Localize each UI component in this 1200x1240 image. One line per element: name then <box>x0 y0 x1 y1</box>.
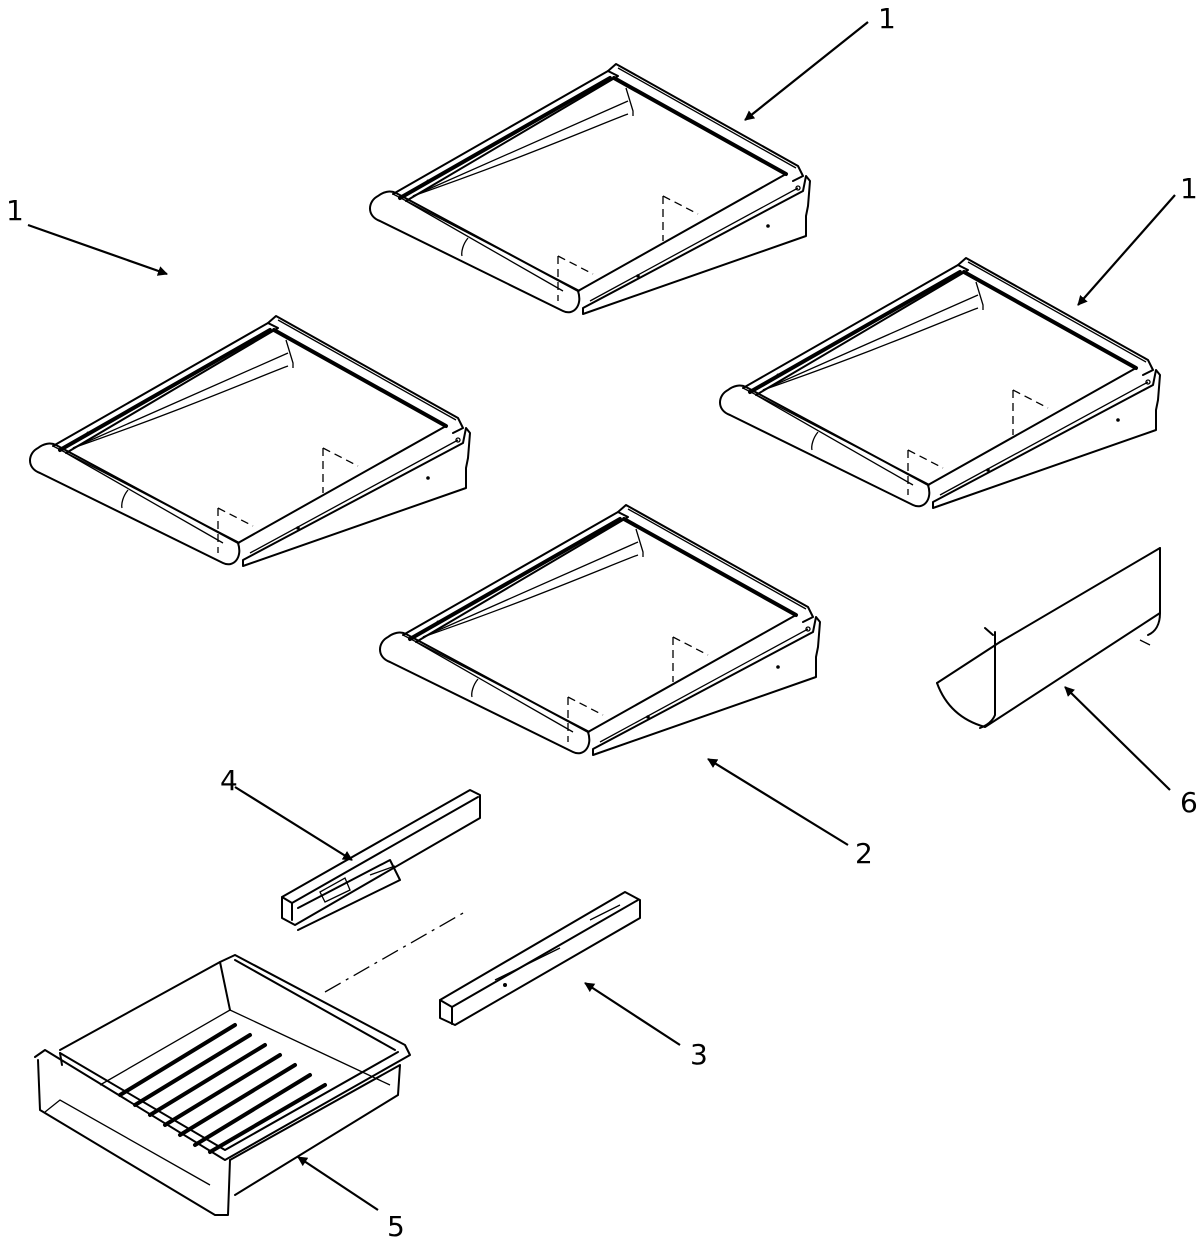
shelf-trim-channel <box>936 547 1161 729</box>
callout-label-4: 4 <box>220 764 238 797</box>
callout-label-1-top: 1 <box>878 2 896 35</box>
alignment-line <box>324 911 466 993</box>
shelf-right <box>718 256 1162 510</box>
callout-arrows <box>27 21 1176 1211</box>
shelf-middle <box>378 503 822 757</box>
callout-label-2: 2 <box>855 837 873 870</box>
shelf-left <box>28 314 472 568</box>
callout-label-5: 5 <box>387 1210 405 1240</box>
callout-label-1-left: 1 <box>6 194 24 227</box>
callout-label-3: 3 <box>690 1038 708 1071</box>
drawer-slide-left <box>281 789 481 931</box>
crisper-drawer <box>34 954 411 1216</box>
callout-label-1-right: 1 <box>1180 172 1198 205</box>
drawer-slide-right <box>439 891 641 1026</box>
shelf-top-center <box>368 62 812 316</box>
callout-label-6: 6 <box>1180 786 1198 819</box>
